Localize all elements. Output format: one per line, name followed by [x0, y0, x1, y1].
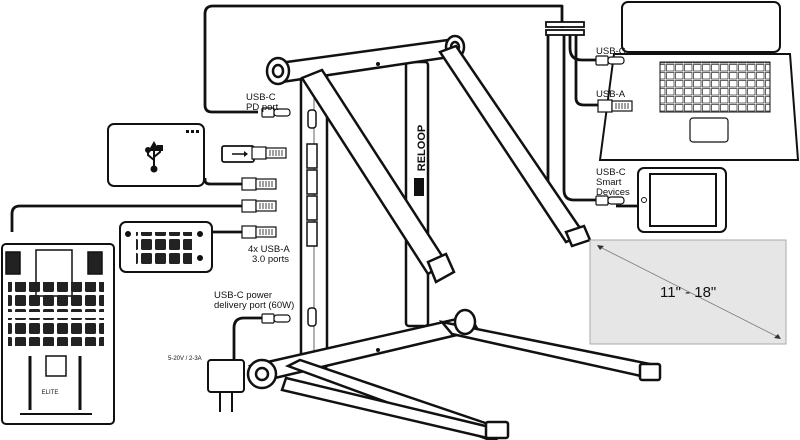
usb-plug-powerbank: [241, 177, 277, 191]
usba-ports-label-line2: 3.0 ports: [252, 254, 289, 265]
cable-clamp: [545, 29, 585, 36]
usbc-pd-label-line2: PD port: [246, 102, 279, 113]
usb-plug-controller: [241, 225, 277, 239]
stand-brand-label: RELOOP: [416, 125, 428, 171]
cable-pd60: [232, 316, 262, 360]
cable-powerbank: [203, 178, 242, 186]
pd60-label-line1: USB-C power: [214, 290, 272, 301]
cable-laptop-usba: [574, 34, 598, 107]
cable-usbc-pd: [203, 4, 564, 114]
cable-laptop-usbc: [568, 34, 596, 62]
screen-size-box: [589, 239, 787, 345]
usbc-plug-laptop: [595, 55, 625, 66]
cable-mixer: [10, 204, 242, 232]
laptop-usba-label: USB-A: [596, 89, 626, 100]
usb-plug-laptop-usba: [597, 99, 633, 113]
usbc-plug-pd60: [261, 313, 291, 324]
stand-badge: [414, 178, 424, 196]
pad-controller: [119, 221, 213, 273]
power-plug-icon: [207, 359, 245, 412]
smart-devices-label-line3: Devices: [596, 187, 630, 198]
pd60-label-line2: delivery port (60W): [214, 300, 294, 311]
cable-smart-devices: [562, 34, 596, 202]
usb-stick-icon: [221, 145, 287, 163]
laptop-stand: [246, 34, 662, 440]
laptop-usbc-label: USB-C: [596, 46, 626, 57]
usbc-pd-label-line1: USB-C: [246, 92, 276, 103]
mixer-brand-label: ELITE: [42, 390, 59, 396]
screen-size-label: 11" - 18": [660, 284, 716, 301]
dj-mixer: [1, 243, 115, 425]
usb-icon: [145, 140, 163, 173]
labels: USB-C PD port USB-C USB-A USB-C Smart De…: [168, 46, 630, 362]
smart-devices-label-line2: Smart: [596, 177, 622, 188]
laptop: [598, 1, 800, 161]
adapter-label: 5-20V / 2-3A: [168, 356, 202, 362]
usb-plug-mixer: [241, 199, 277, 213]
usba-ports-label-line1: 4x USB-A: [248, 244, 290, 255]
cable-clamp: [545, 21, 585, 28]
tablet: [637, 167, 727, 233]
smart-devices-label-line1: USB-C: [596, 167, 626, 178]
